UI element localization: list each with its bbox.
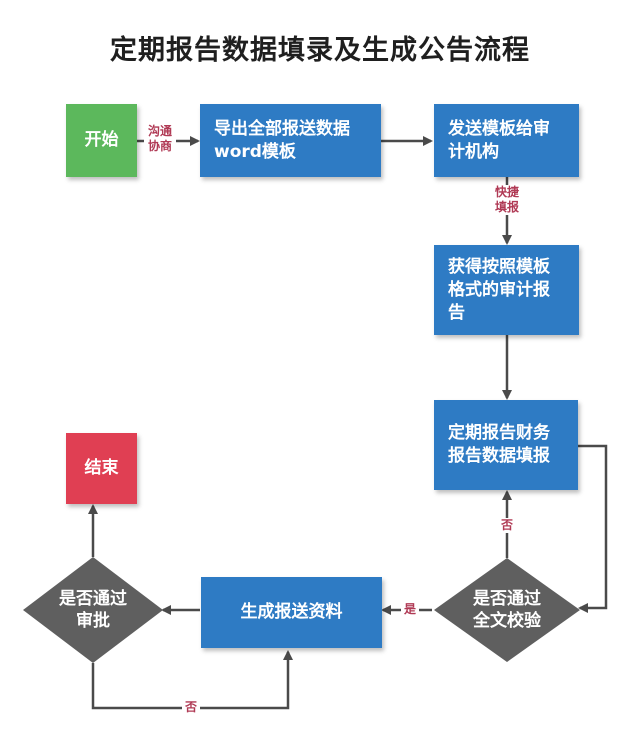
start-node: 开始 xyxy=(66,104,137,177)
generate-materials-label: 生成报送资料 xyxy=(240,602,343,622)
edge-label-full-check-no: 否 xyxy=(498,518,516,533)
export-template-node: 导出全部报送数据 word模板 xyxy=(200,104,381,177)
fill-data-label: 定期报告财务 报告数据填报 xyxy=(448,423,550,466)
send-template-node: 发送模板给审 计机构 xyxy=(434,104,579,177)
audit-report-label: 获得按照模板 格式的审计报 告 xyxy=(448,256,550,323)
decision-full-check-label: 是否通过 全文校验 xyxy=(473,589,541,631)
edge-label-approval-no: 否 xyxy=(182,700,200,715)
end-label: 结束 xyxy=(84,458,119,478)
page-title: 定期报告数据填录及生成公告流程 xyxy=(110,35,530,66)
arrow-fill-to-check xyxy=(578,444,608,613)
edge-label-quick-fill: 快捷 填报 xyxy=(491,185,523,215)
decision-approval-label: 是否通过 审批 xyxy=(59,589,127,631)
audit-report-node: 获得按照模板 格式的审计报 告 xyxy=(434,245,579,335)
edge-label-full-check-yes: 是 xyxy=(401,602,419,617)
decision-full-check-shape xyxy=(434,558,580,662)
decision-approval-shape xyxy=(23,557,163,663)
end-node: 结束 xyxy=(66,433,137,504)
export-template-label: 导出全部报送数据 word模板 xyxy=(214,118,350,162)
start-label: 开始 xyxy=(84,130,119,150)
send-template-label: 发送模板给审 计机构 xyxy=(448,118,550,162)
generate-materials-node: 生成报送资料 xyxy=(201,577,382,648)
fill-data-node: 定期报告财务 报告数据填报 xyxy=(434,400,578,490)
edge-label-communicate: 沟通 协商 xyxy=(144,124,176,154)
